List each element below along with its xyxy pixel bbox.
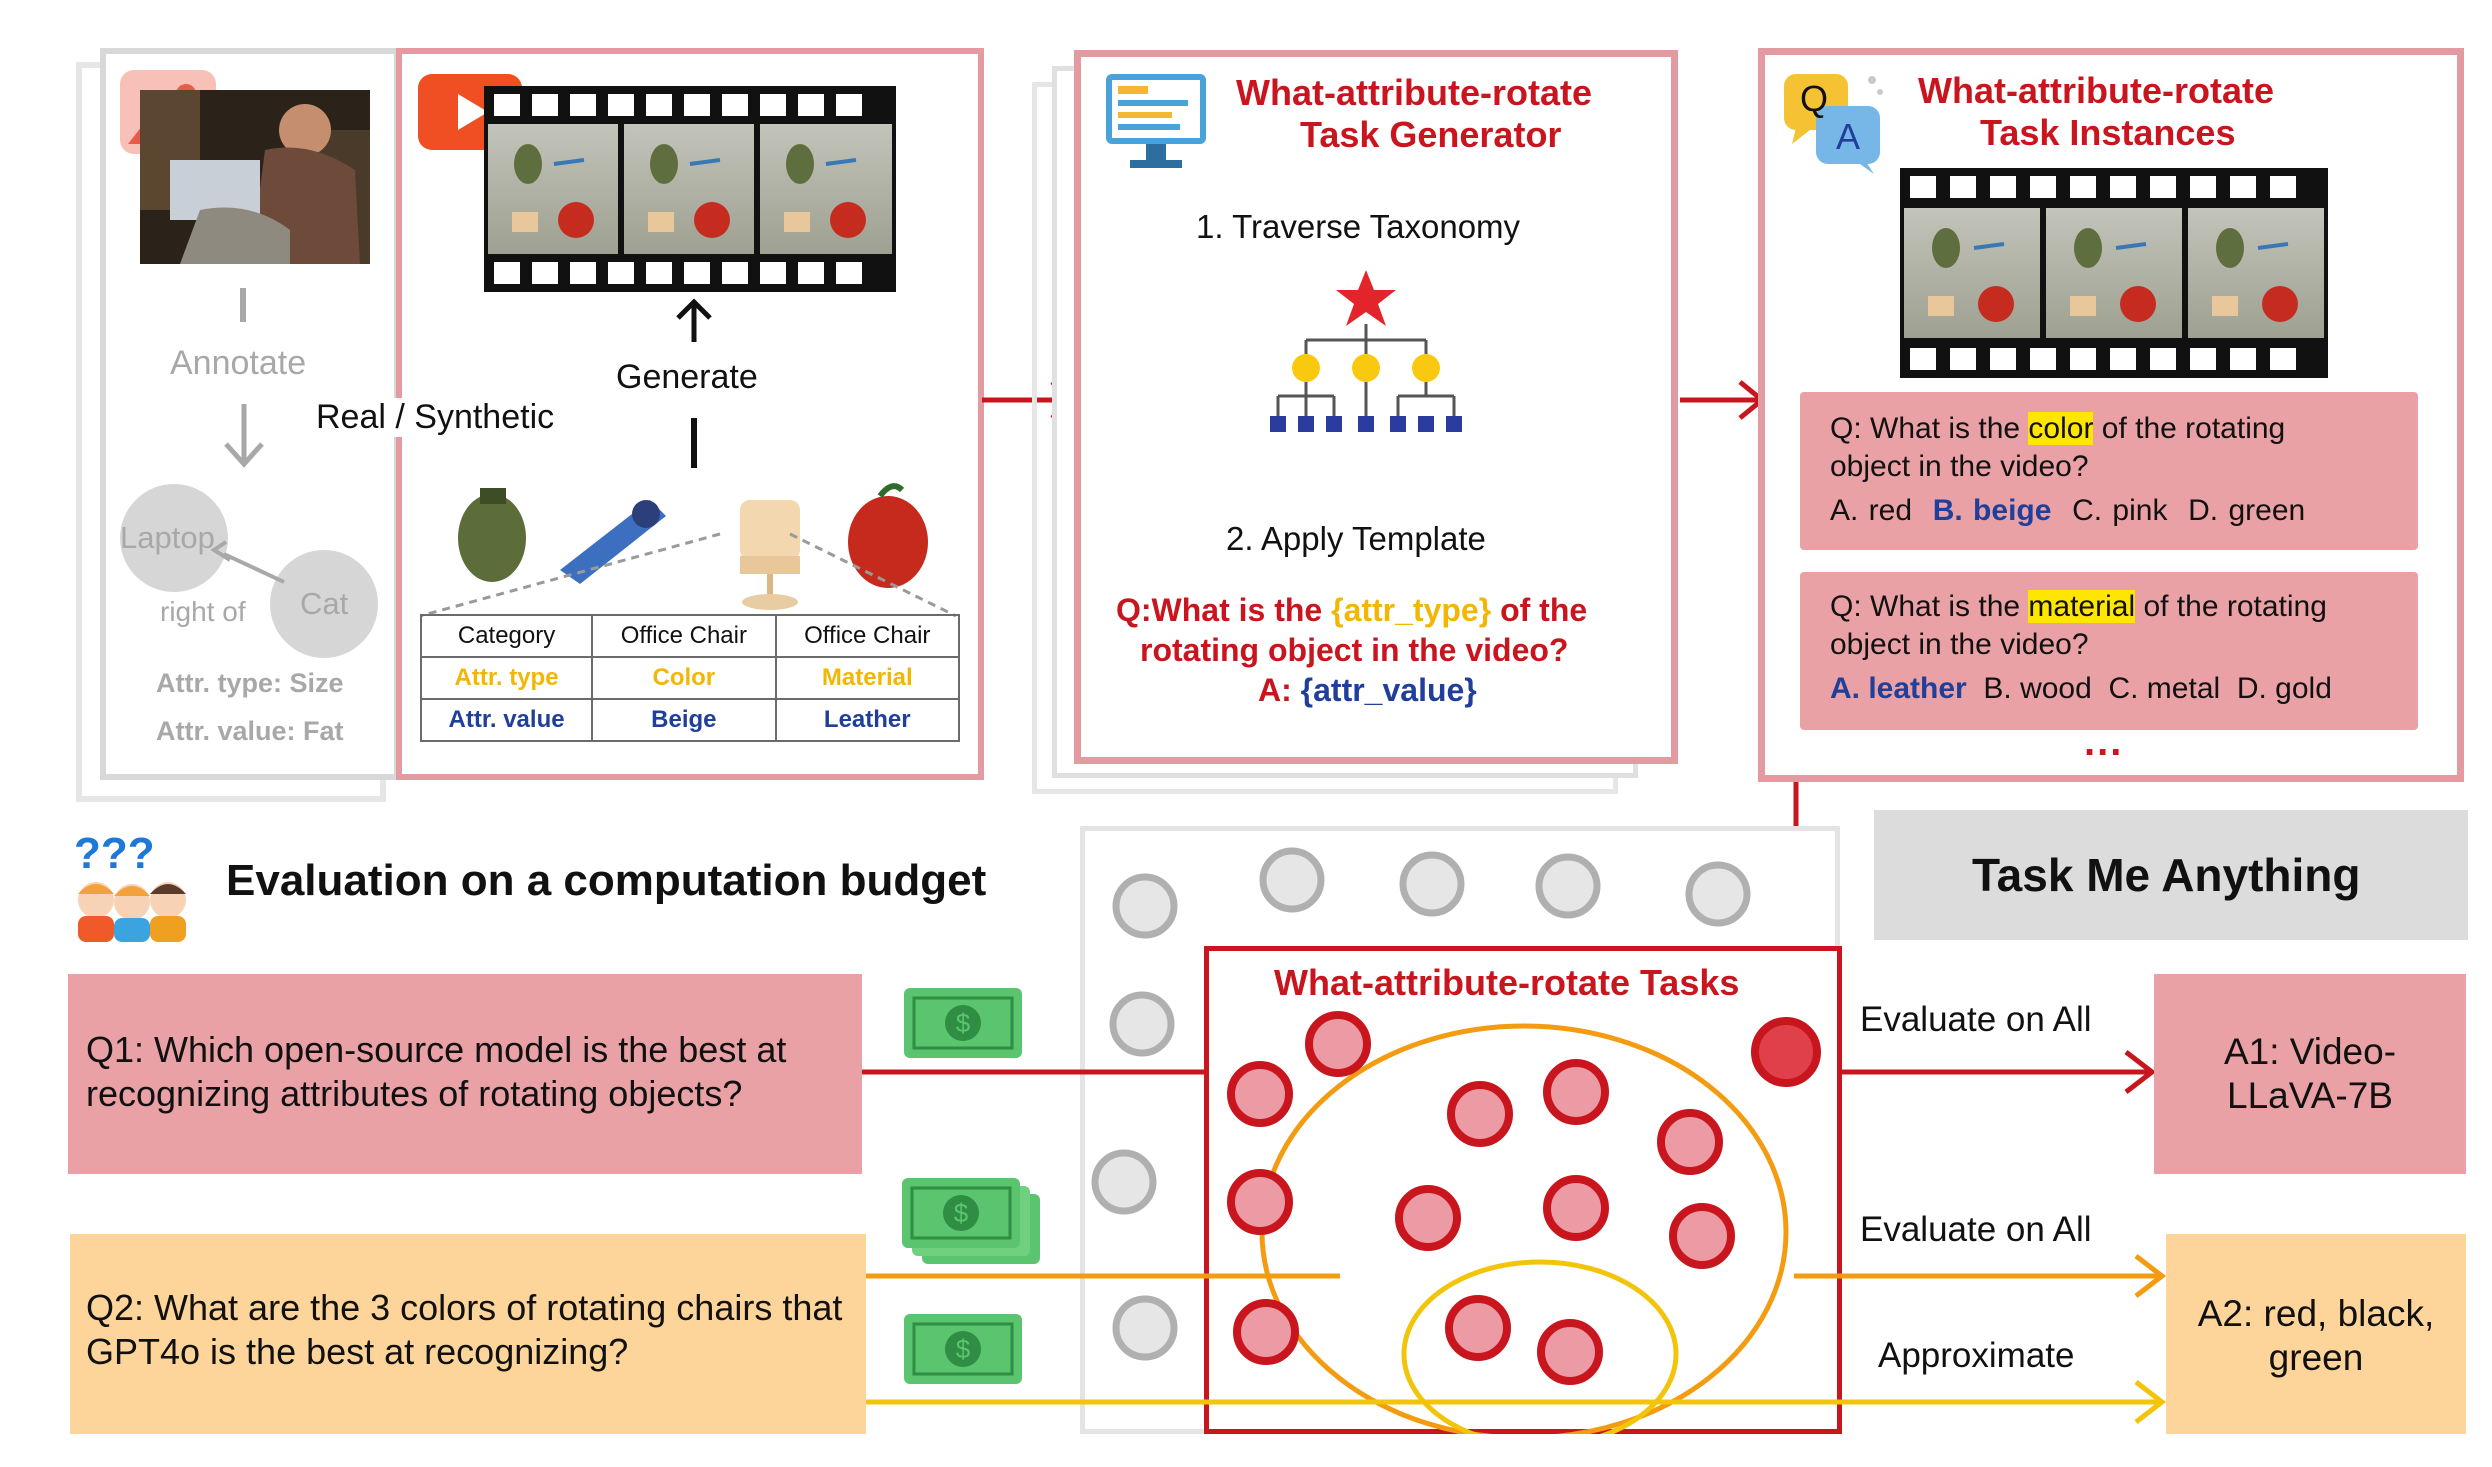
instances-ellipsis: ... — [2084, 720, 2124, 764]
annotate-arrow — [222, 402, 266, 473]
instance-q1-prefix: Q: What is the — [1830, 412, 2029, 445]
instances-title-line2: Task Instances — [1980, 112, 2236, 153]
template-q-suffix: of the — [1491, 592, 1588, 628]
task-pool-circles — [1080, 826, 1840, 1439]
query1-box — [68, 974, 862, 1174]
attr-type-line: Attr. type: Size — [156, 668, 344, 698]
answer2-text: A2: red, black, green — [2197, 1293, 2435, 1378]
answer1-box — [2154, 974, 2466, 1174]
answer2-box — [2166, 1234, 2466, 1434]
qa-icon-a: A — [1836, 116, 1861, 157]
table-cell-material: Material — [774, 656, 961, 700]
node-laptop: Laptop — [120, 520, 215, 555]
instance-q1-line1: Q: What is the color of the rotating — [1830, 412, 2285, 446]
evaluate-all-label-1: Evaluate on All — [1860, 1000, 2092, 1039]
instance-q1-opt-c: C. pink — [2072, 494, 2168, 527]
table-row-attr-type: Attr. type — [419, 656, 594, 700]
instance-q2-opt-b: B. wood — [1983, 672, 2092, 705]
instance-q1-highlight: color — [2028, 412, 2094, 445]
svg-text:$: $ — [954, 1198, 969, 1228]
template-attr-type: {attr_type} — [1331, 592, 1492, 628]
instance-q1-options: A. red B. beige C. pink D. green — [1830, 494, 2305, 528]
template-a-prefix: A: — [1258, 672, 1301, 708]
query2-text: Q2: What are the 3 colors of rotating ch… — [86, 1287, 843, 1372]
answer1-text: A1: Video-LLaVA-7B — [2223, 1031, 2397, 1116]
query2-box — [70, 1234, 866, 1434]
qa-icon-q: Q — [1800, 78, 1829, 119]
template-question-line1: Q:What is the {attr_type} of the — [1116, 592, 1587, 629]
approximate-label: Approximate — [1878, 1336, 2075, 1375]
instance-question-material: Q: What is the material of the rotating … — [1800, 572, 2418, 730]
budget-money-icon-1: $ — [902, 986, 1024, 1065]
attribute-table: Category Office Chair Office Chair Attr.… — [419, 614, 961, 742]
edge-label: right of — [160, 596, 246, 627]
budget-money-icon-2: $ — [900, 1176, 1044, 1273]
brand-title: Task Me Anything — [1972, 849, 2361, 901]
film-strip-instances — [1900, 168, 2328, 378]
table-header-category: Category — [419, 614, 594, 658]
brand-box — [1874, 810, 2468, 940]
qa-chat-icon: Q A — [1780, 66, 1890, 176]
table-cell-color: Color — [591, 656, 777, 700]
svg-text:$: $ — [956, 1334, 971, 1364]
instance-q2-opt-a: A. leather — [1830, 672, 1967, 705]
instance-question-color: Q: What is the color of the rotating obj… — [1800, 392, 2418, 550]
instance-q1-opt-b: B. beige — [1932, 494, 2052, 527]
instance-q1-line2: object in the video? — [1830, 450, 2089, 483]
task-circles — [1204, 946, 1842, 1449]
query1-text: Q1: Which open-source model is the best … — [86, 1029, 787, 1114]
svg-text:???: ??? — [74, 830, 155, 878]
taxonomy-tree-icon — [1266, 268, 1466, 453]
svg-text:$: $ — [956, 1008, 971, 1038]
generate-line — [691, 418, 697, 468]
evaluate-all-label-2: Evaluate on All — [1860, 1210, 2092, 1249]
instance-q2-suffix: of the rotating — [2135, 590, 2327, 623]
node-cat: Cat — [300, 586, 349, 621]
table-cell-leather: Leather — [774, 698, 961, 742]
annotate-label: Annotate — [170, 344, 307, 382]
annotated-photo — [140, 90, 370, 264]
people-question-icon: ??? — [72, 829, 192, 947]
3d-assets — [440, 460, 950, 625]
step-apply-template: 2. Apply Template — [1226, 520, 1486, 557]
generate-label: Generate — [616, 358, 758, 396]
instance-q2-line1: Q: What is the material of the rotating — [1830, 590, 2327, 624]
template-answer: A: {attr_value} — [1258, 672, 1477, 709]
template-q-prefix: Q:What is the — [1116, 592, 1332, 628]
instance-q2-opt-c: C. metal — [2108, 672, 2221, 705]
generate-arrow — [674, 298, 714, 349]
table-cell-beige: Beige — [591, 698, 777, 742]
table-header-col1: Office Chair — [591, 614, 777, 658]
film-frame-objects-instances — [1900, 208, 2328, 343]
template-attr-value: {attr_value} — [1300, 672, 1477, 708]
film-frame-objects-top — [484, 124, 896, 259]
table-row-attr-value: Attr. value — [419, 698, 594, 742]
instance-q2-highlight: material — [2028, 590, 2136, 623]
step-traverse-taxonomy: 1. Traverse Taxonomy — [1196, 208, 1521, 245]
generator-title-line1: What-attribute-rotate — [1236, 72, 1592, 113]
template-question-line2: rotating object in the video? — [1140, 632, 1569, 668]
instance-q2-line2: object in the video? — [1830, 628, 2089, 661]
real-synthetic-label: Real / Synthetic — [312, 398, 559, 437]
instance-q2-prefix: Q: What is the — [1830, 590, 2029, 623]
tasks-title: What-attribute-rotate Tasks — [1274, 962, 1740, 1003]
instance-q1-opt-a: A. red — [1830, 494, 1913, 527]
instance-q1-suffix: of the rotating — [2093, 412, 2286, 445]
evaluation-title: Evaluation on a computation budget — [226, 856, 987, 905]
table-pointer-lines — [419, 530, 960, 625]
instance-q1-opt-d: D. green — [2188, 494, 2306, 527]
instance-q2-options: A. leather B. wood C. metal D. gold — [1830, 672, 2332, 706]
attr-value-line: Attr. value: Fat — [156, 716, 344, 746]
instances-title-line1: What-attribute-rotate — [1918, 70, 2274, 111]
generator-title-line2: Task Generator — [1300, 114, 1562, 155]
instance-q2-opt-d: D. gold — [2236, 672, 2332, 705]
scene-graph — [114, 480, 394, 660]
annotate-line-top — [240, 288, 246, 322]
film-strip-top — [484, 86, 896, 292]
generator-panel — [1074, 50, 1678, 764]
code-monitor-icon — [1102, 70, 1212, 179]
table-header-col2: Office Chair — [774, 614, 961, 658]
budget-money-icon-3: $ — [902, 1312, 1024, 1391]
